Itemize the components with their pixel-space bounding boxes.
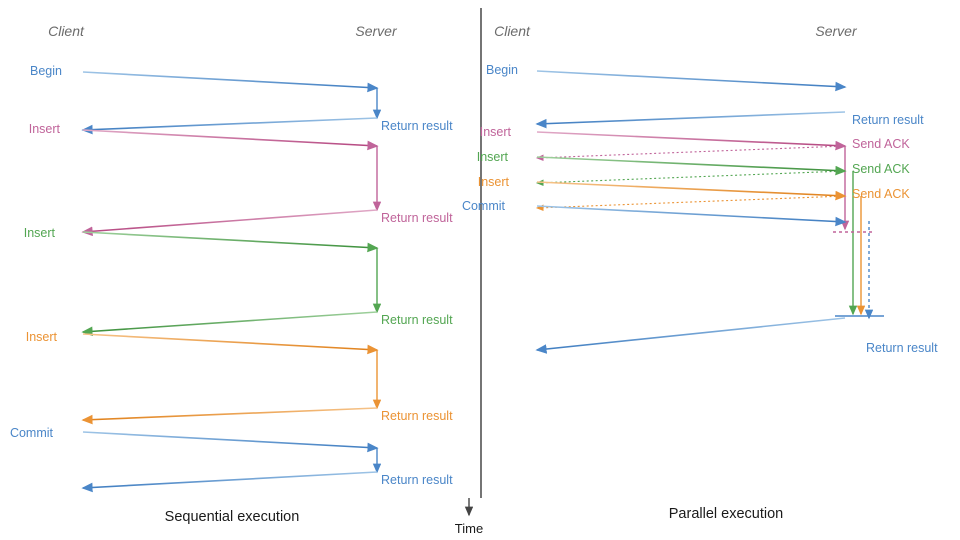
message-label-sequential-8: Commit [10, 426, 54, 440]
message-label-sequential-6: Insert [26, 330, 58, 344]
par-client-lane-title: Client [494, 23, 531, 39]
message-arrow-sequential-1[interactable] [81, 117, 378, 135]
message-label-parallel-3: Send ACK [852, 137, 910, 151]
message-arrow-sequential-0[interactable] [82, 71, 379, 93]
message-label-parallel-9: Return result [866, 341, 938, 355]
message-arrow-parallel-4[interactable] [536, 156, 847, 176]
seq-client-lane-title: Client [48, 23, 85, 39]
message-arrow-parallel-3[interactable] [535, 145, 846, 162]
message-arrow-parallel-7[interactable] [535, 195, 846, 212]
message-arrow-sequential-8[interactable] [82, 431, 379, 453]
message-arrow-parallel-1[interactable] [535, 111, 846, 129]
message-label-parallel-1: Return result [852, 113, 924, 127]
message-label-parallel-7: Send ACK [852, 187, 910, 201]
message-label-sequential-1: Return result [381, 119, 453, 133]
message-label-sequential-4: Insert [24, 226, 56, 240]
message-arrow-sequential-5[interactable] [81, 311, 378, 337]
message-arrow-sequential-4[interactable] [82, 231, 379, 253]
message-arrow-parallel-9[interactable] [535, 317, 846, 354]
sequential-caption: Sequential execution [165, 509, 300, 525]
message-label-parallel-8: Commit [462, 199, 506, 213]
message-label-sequential-5: Return result [381, 313, 453, 327]
message-arrow-sequential-9[interactable] [81, 471, 378, 493]
message-arrow-sequential-7[interactable] [81, 407, 378, 425]
par-server-lane-title: Server [815, 23, 858, 39]
message-arrow-parallel-2[interactable] [536, 131, 847, 151]
message-label-parallel-0: Begin [486, 63, 518, 77]
message-label-sequential-2: Insert [29, 122, 61, 136]
message-arrow-parallel-6[interactable] [536, 181, 847, 201]
message-arrow-sequential-2[interactable] [82, 129, 379, 151]
parallel-caption: Parallel execution [669, 506, 783, 522]
message-arrow-parallel-0[interactable] [536, 70, 847, 92]
message-label-sequential-9: Return result [381, 473, 453, 487]
message-label-parallel-5: Send ACK [852, 162, 910, 176]
message-label-sequential-3: Return result [381, 211, 453, 225]
message-arrow-parallel-8[interactable] [536, 205, 847, 227]
message-label-parallel-6: Insert [478, 175, 510, 189]
message-label-sequential-7: Return result [381, 409, 453, 423]
seq-server-lane-title: Server [355, 23, 398, 39]
time-axis-label: Time [455, 521, 483, 536]
message-label-sequential-0: Begin [30, 64, 62, 78]
message-label-parallel-4: Insert [477, 150, 509, 164]
message-label-parallel-2: Insert [480, 125, 512, 139]
message-arrow-sequential-6[interactable] [82, 333, 379, 355]
message-arrow-sequential-3[interactable] [81, 209, 378, 237]
message-arrow-parallel-5[interactable] [535, 170, 846, 187]
